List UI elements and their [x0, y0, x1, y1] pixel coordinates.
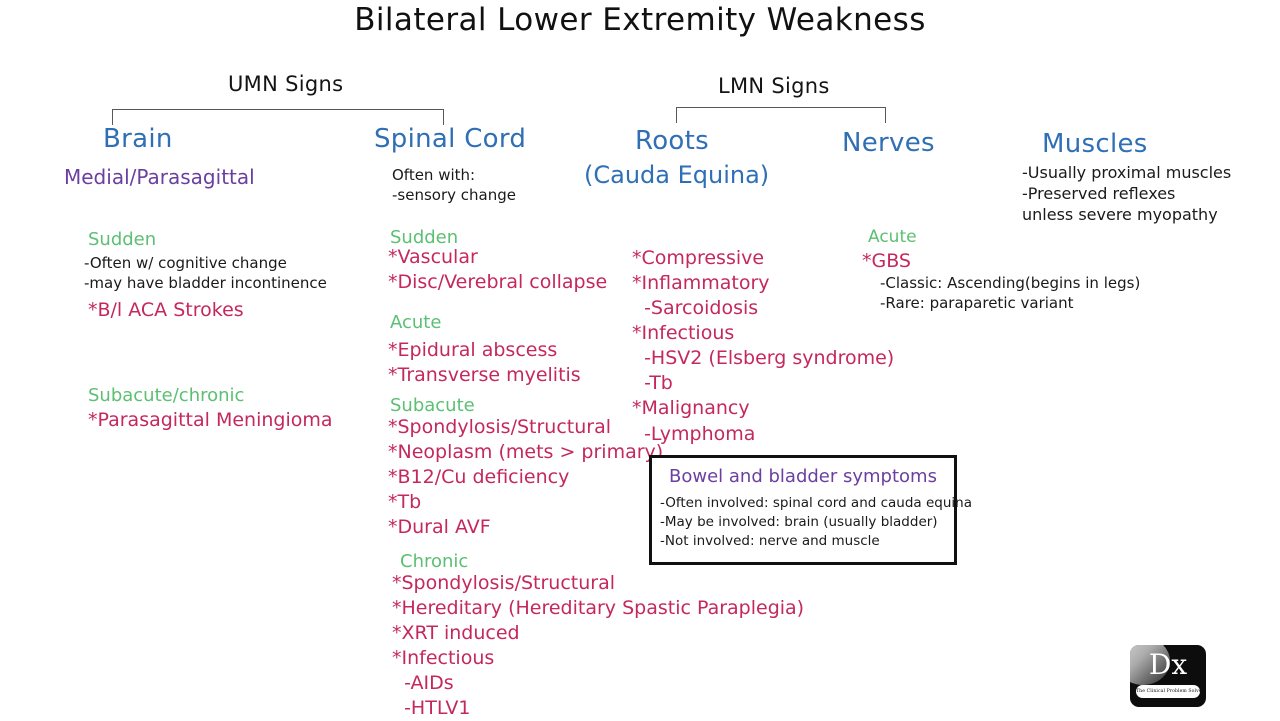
spinal-cord-sudden-items: *Vascular *Disc/Verebral collapse	[388, 246, 608, 294]
brain-subtitle: Medial/Parasagittal	[64, 165, 255, 189]
brain-sudden-label: Sudden	[88, 229, 157, 250]
bowel-and-bladder-callout-box: Bowel and bladder symptoms -Often involv…	[649, 455, 973, 565]
brain-sudden-star-item: *B/l ACA Strokes	[88, 299, 244, 321]
umn-branch-bracket	[112, 109, 444, 125]
spinal-cord-subacute-items: *Spondylosis/Structural *Neoplasm (mets …	[388, 416, 664, 539]
spinal-cord-chronic-label: Chronic	[400, 551, 469, 572]
clinical-problem-solvers-logo: Dx The Clinical Problem Solvers	[1130, 645, 1206, 707]
muscles-items: -Usually proximal muscles -Preserved ref…	[1022, 163, 1232, 225]
spinal-cord-sudden-label: Sudden	[390, 227, 459, 248]
spinal-cord-acute-items: *Epidural abscess *Transverse myelitis	[388, 339, 581, 387]
spinal-cord-chronic-items: *Spondylosis/Structural *Hereditary (Her…	[392, 572, 805, 720]
bowel-box-title: Bowel and bladder symptoms	[669, 466, 937, 487]
column-heading-muscles: Muscles	[1042, 129, 1148, 159]
spinal-cord-acute-label: Acute	[390, 312, 442, 333]
nerves-acute-star-item: *GBS	[862, 250, 911, 272]
column-heading-nerves: Nerves	[842, 128, 935, 158]
bowel-box-items: -Often involved: spinal cord and cauda e…	[660, 495, 973, 550]
brain-subacute-chronic-label: Subacute/chronic	[88, 385, 245, 406]
nerves-gbs-subitems: -Classic: Ascending(begins in legs) -Rar…	[880, 274, 1141, 312]
lmn-branch-bracket	[676, 107, 886, 123]
logo-mark-text: Dx	[1148, 648, 1188, 681]
umn-signs-group-label: UMN Signs	[228, 72, 344, 96]
page-title: Bilateral Lower Extremity Weakness	[354, 2, 926, 38]
brain-subacute-chronic-star-item: *Parasagittal Meningioma	[88, 409, 333, 431]
logo-tagline-text: The Clinical Problem Solvers	[1136, 685, 1200, 698]
column-heading-brain: Brain	[103, 124, 173, 154]
brain-sudden-items: -Often w/ cognitive change -may have bla…	[84, 254, 327, 292]
spinal-cord-often-with: Often with: -sensory change	[392, 166, 516, 204]
column-heading-roots-subtitle: (Cauda Equina)	[584, 161, 770, 189]
nerves-acute-label: Acute	[868, 227, 917, 247]
spinal-cord-subacute-label: Subacute	[390, 395, 475, 416]
roots-items: *Compressive *Inflammatory -Sarcoidosis …	[632, 247, 895, 445]
column-heading-roots: Roots	[635, 126, 709, 156]
lmn-signs-group-label: LMN Signs	[718, 74, 830, 98]
column-heading-spinal-cord: Spinal Cord	[374, 124, 527, 154]
